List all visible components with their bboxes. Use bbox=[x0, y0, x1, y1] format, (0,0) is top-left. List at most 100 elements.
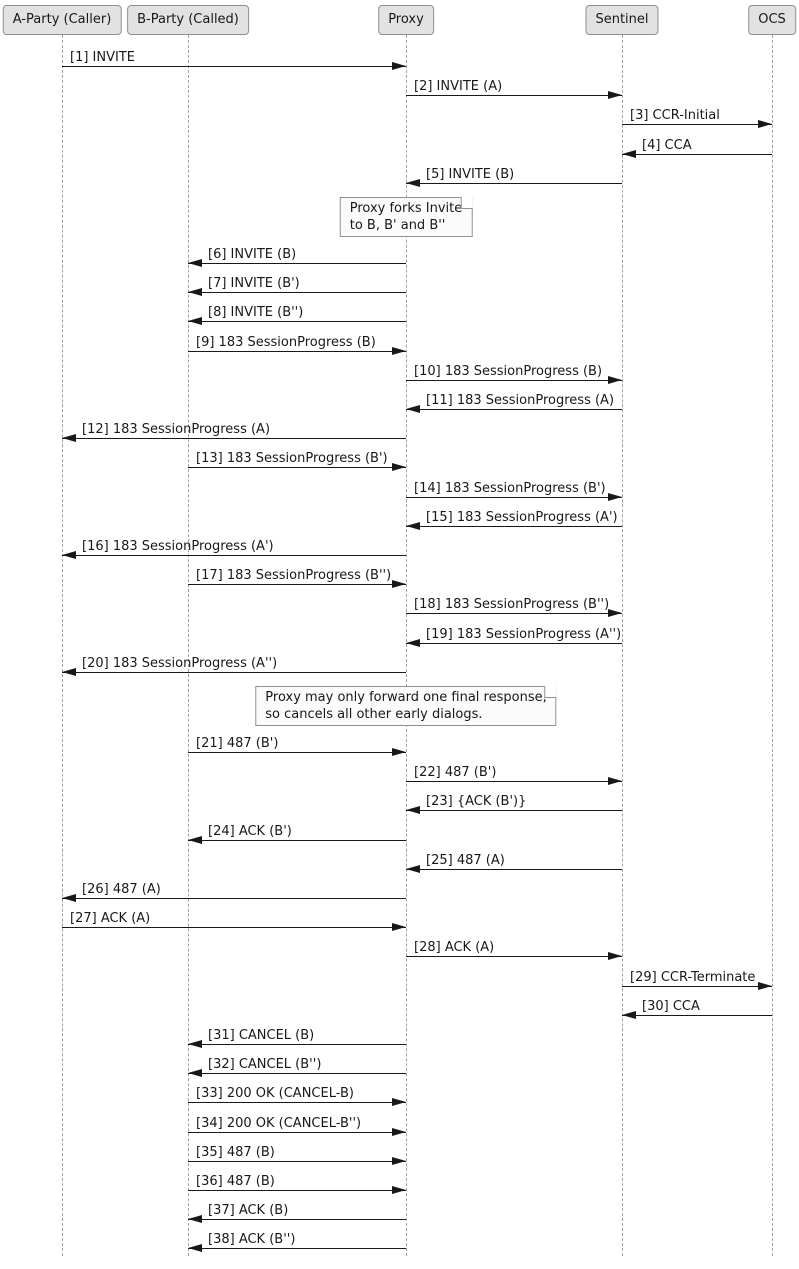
message-7: [7] INVITE (B') bbox=[188, 276, 406, 296]
arrowhead-left-icon bbox=[188, 1069, 202, 1077]
message-line bbox=[622, 124, 772, 125]
message-6: [6] INVITE (B) bbox=[188, 247, 406, 267]
message-label: [12] 183 SessionProgress (A) bbox=[82, 422, 271, 437]
message-line bbox=[62, 555, 406, 556]
message-line bbox=[406, 497, 622, 498]
message-line bbox=[188, 1132, 406, 1133]
lifeline-a bbox=[61, 35, 63, 1256]
message-line bbox=[188, 1248, 406, 1249]
message-37: [37] ACK (B) bbox=[188, 1203, 406, 1223]
message-label: [2] INVITE (A) bbox=[414, 79, 503, 94]
message-line bbox=[406, 869, 622, 870]
message-label: [23] {ACK (B')} bbox=[426, 794, 527, 809]
arrowhead-left-icon bbox=[62, 894, 76, 902]
message-line bbox=[188, 292, 406, 293]
lifeline-b bbox=[187, 35, 189, 1256]
message-line bbox=[188, 1219, 406, 1220]
participant-box-b: B-Party (Called) bbox=[127, 5, 249, 35]
message-line bbox=[188, 1073, 406, 1074]
message-line bbox=[406, 526, 622, 527]
message-line bbox=[406, 956, 622, 957]
message-line bbox=[622, 154, 772, 155]
message-29: [29] CCR-Terminate bbox=[622, 970, 772, 990]
message-12: [12] 183 SessionProgress (A) bbox=[62, 422, 406, 442]
message-line bbox=[62, 66, 406, 67]
message-line bbox=[188, 467, 406, 468]
message-line bbox=[406, 380, 622, 381]
note-proxy-forks: Proxy forks Invite to B, B' and B'' bbox=[339, 197, 473, 237]
message-10: [10] 183 SessionProgress (B) bbox=[406, 364, 622, 384]
message-line bbox=[188, 351, 406, 352]
participant-box-sentinel: Sentinel bbox=[585, 5, 659, 35]
message-18: [18] 183 SessionProgress (B'') bbox=[406, 597, 622, 617]
message-line bbox=[188, 1044, 406, 1045]
message-line bbox=[188, 752, 406, 753]
arrowhead-left-icon bbox=[62, 668, 76, 676]
message-3: [3] CCR-Initial bbox=[622, 108, 772, 128]
participant-box-proxy: Proxy bbox=[378, 5, 434, 35]
arrowhead-right-icon bbox=[392, 923, 406, 931]
message-label: [5] INVITE (B) bbox=[426, 167, 515, 182]
arrowhead-left-icon bbox=[406, 522, 420, 530]
message-11: [11] 183 SessionProgress (A) bbox=[406, 393, 622, 413]
arrowhead-left-icon bbox=[622, 150, 636, 158]
message-label: [17] 183 SessionProgress (B'') bbox=[196, 568, 392, 583]
message-36: [36] 487 (B) bbox=[188, 1174, 406, 1194]
message-label: [32] CANCEL (B'') bbox=[208, 1057, 322, 1072]
lifeline-ocs bbox=[771, 35, 773, 1256]
message-label: [3] CCR-Initial bbox=[630, 108, 720, 123]
arrowhead-right-icon bbox=[608, 609, 622, 617]
arrowhead-left-icon bbox=[188, 259, 202, 267]
message-line bbox=[406, 810, 622, 811]
message-label: [30] CCA bbox=[642, 999, 700, 1014]
message-31: [31] CANCEL (B) bbox=[188, 1028, 406, 1048]
message-label: [21] 487 (B') bbox=[196, 736, 279, 751]
message-label: [27] ACK (A) bbox=[70, 911, 151, 926]
message-label: [35] 487 (B) bbox=[196, 1145, 275, 1160]
message-13: [13] 183 SessionProgress (B') bbox=[188, 451, 406, 471]
message-label: [26] 487 (A) bbox=[82, 882, 161, 897]
note-final-response: Proxy may only forward one final respons… bbox=[255, 686, 557, 726]
arrowhead-right-icon bbox=[392, 1128, 406, 1136]
arrowhead-right-icon bbox=[392, 1186, 406, 1194]
message-label: [19] 183 SessionProgress (A'') bbox=[426, 627, 622, 642]
arrowhead-left-icon bbox=[406, 865, 420, 873]
note-fold-icon bbox=[460, 197, 473, 209]
message-label: [13] 183 SessionProgress (B') bbox=[196, 451, 388, 466]
arrowhead-left-icon bbox=[188, 836, 202, 844]
message-line bbox=[406, 183, 622, 184]
message-label: [8] INVITE (B'') bbox=[208, 305, 304, 320]
arrowhead-right-icon bbox=[392, 62, 406, 70]
message-label: [7] INVITE (B') bbox=[208, 276, 300, 291]
message-19: [19] 183 SessionProgress (A'') bbox=[406, 627, 622, 647]
message-line bbox=[62, 438, 406, 439]
arrowhead-right-icon bbox=[392, 347, 406, 355]
arrowhead-left-icon bbox=[188, 1040, 202, 1048]
message-label: [33] 200 OK (CANCEL-B) bbox=[196, 1086, 354, 1101]
arrowhead-left-icon bbox=[406, 806, 420, 814]
message-24: [24] ACK (B') bbox=[188, 824, 406, 844]
message-line bbox=[406, 613, 622, 614]
message-21: [21] 487 (B') bbox=[188, 736, 406, 756]
arrowhead-right-icon bbox=[392, 1157, 406, 1165]
message-17: [17] 183 SessionProgress (B'') bbox=[188, 568, 406, 588]
arrowhead-right-icon bbox=[758, 982, 772, 990]
arrowhead-left-icon bbox=[62, 551, 76, 559]
arrowhead-left-icon bbox=[406, 639, 420, 647]
message-line bbox=[188, 1102, 406, 1103]
message-label: [10] 183 SessionProgress (B) bbox=[414, 364, 603, 379]
message-32: [32] CANCEL (B'') bbox=[188, 1057, 406, 1077]
message-line bbox=[62, 898, 406, 899]
arrowhead-right-icon bbox=[608, 91, 622, 99]
arrowhead-right-icon bbox=[392, 748, 406, 756]
arrowhead-left-icon bbox=[188, 1244, 202, 1252]
message-label: [20] 183 SessionProgress (A'') bbox=[82, 656, 278, 671]
arrowhead-right-icon bbox=[392, 1098, 406, 1106]
message-line bbox=[406, 409, 622, 410]
message-35: [35] 487 (B) bbox=[188, 1145, 406, 1165]
message-33: [33] 200 OK (CANCEL-B) bbox=[188, 1086, 406, 1106]
message-9: [9] 183 SessionProgress (B) bbox=[188, 335, 406, 355]
arrowhead-right-icon bbox=[608, 952, 622, 960]
message-line bbox=[188, 840, 406, 841]
message-20: [20] 183 SessionProgress (A'') bbox=[62, 656, 406, 676]
